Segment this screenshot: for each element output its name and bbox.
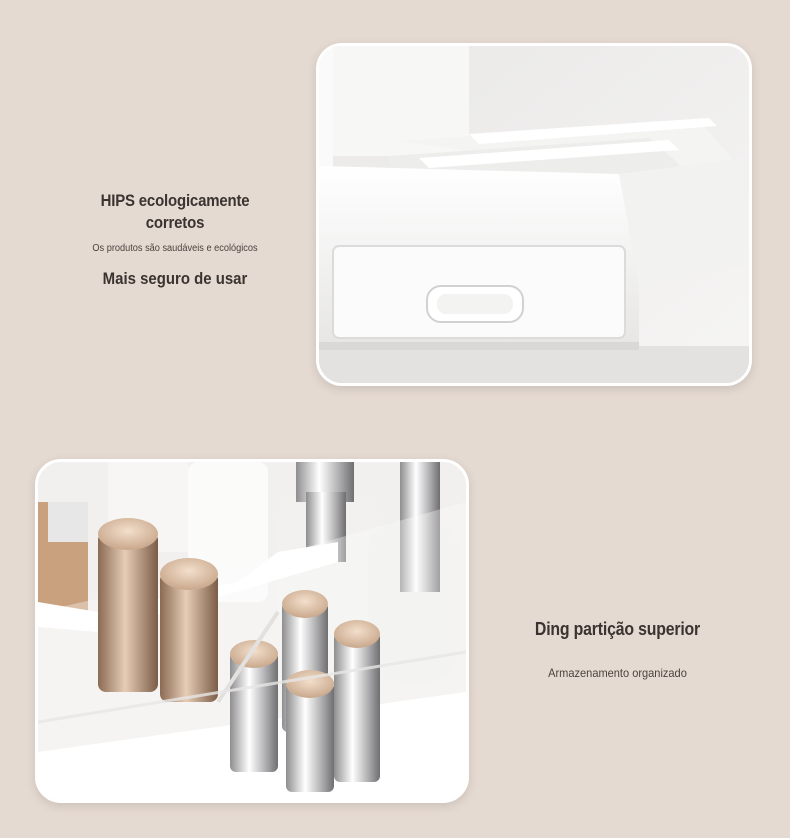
drawer-organizer-photo: [316, 43, 752, 386]
partition-subtitle: Armazenamento organizado: [548, 666, 687, 680]
drawer-organizer-illustration: [319, 46, 749, 383]
eco-title-line1: HIPS ecologicamente: [100, 191, 250, 210]
eco-tagline: Mais seguro de usar: [102, 269, 248, 288]
feature-top-partition: Ding partição superior Armazenamento org…: [505, 618, 730, 680]
cosmetics-partition-photo: [35, 459, 469, 803]
feature-eco-material: HIPS ecologicamente corretos Os produtos…: [70, 190, 280, 290]
eco-subtitle: Os produtos são saudáveis e ecológicos: [92, 243, 258, 254]
partition-title: Ding partição superior: [534, 619, 701, 639]
cosmetics-partition-illustration: [38, 462, 466, 800]
eco-title-line2: corretos: [145, 213, 205, 232]
